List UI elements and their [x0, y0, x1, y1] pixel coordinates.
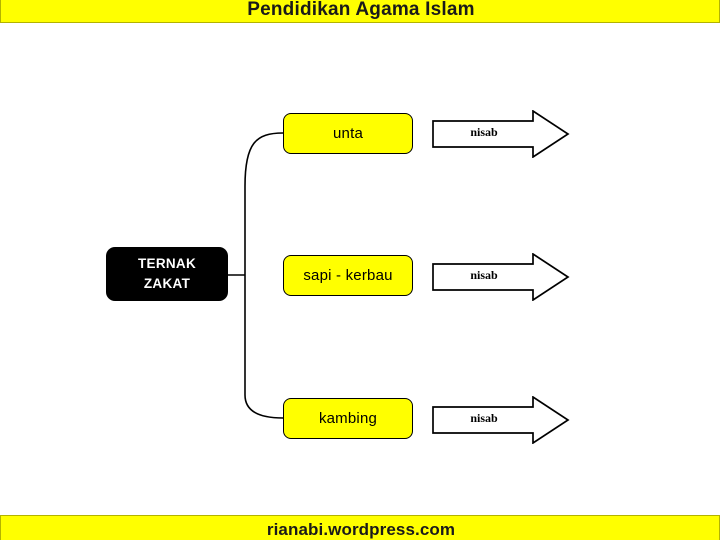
category-box-kambing[interactable]: kambing: [283, 398, 413, 439]
category-box-label: unta: [333, 125, 363, 142]
right-arrow-icon: [432, 110, 570, 158]
footer-bar: rianabi.wordpress.com: [0, 515, 720, 540]
nisab-arrow-label: nisab: [470, 411, 498, 425]
nisab-arrow-sapi-kerbau[interactable]: nisab: [432, 253, 570, 301]
category-box-unta[interactable]: unta: [283, 113, 413, 154]
category-box-label: kambing: [318, 410, 378, 427]
page-title: Pendidikan Agama Islam: [247, 0, 475, 20]
root-node-ternak-zakat[interactable]: TERNAK ZAKAT: [106, 247, 228, 301]
header-bar: Pendidikan Agama Islam: [0, 0, 720, 23]
right-arrow-icon: [432, 396, 570, 444]
nisab-arrow-label: nisab: [470, 268, 498, 282]
category-box-label: sapi - kerbau: [303, 267, 393, 284]
category-box-sapi-kerbau[interactable]: sapi - kerbau: [283, 255, 413, 296]
nisab-arrow-unta[interactable]: nisab: [432, 110, 570, 158]
connector-branch-bottom: [244, 394, 284, 419]
connector-branch-top: [244, 132, 284, 187]
right-arrow-icon: [432, 253, 570, 301]
nisab-arrow-kambing[interactable]: nisab: [432, 396, 570, 444]
nisab-arrow-label: nisab: [470, 125, 498, 139]
footer-site-url: rianabi.wordpress.com: [266, 520, 456, 539]
root-node-line-1: TERNAK: [137, 256, 197, 272]
root-node-line-2: ZAKAT: [143, 276, 191, 291]
